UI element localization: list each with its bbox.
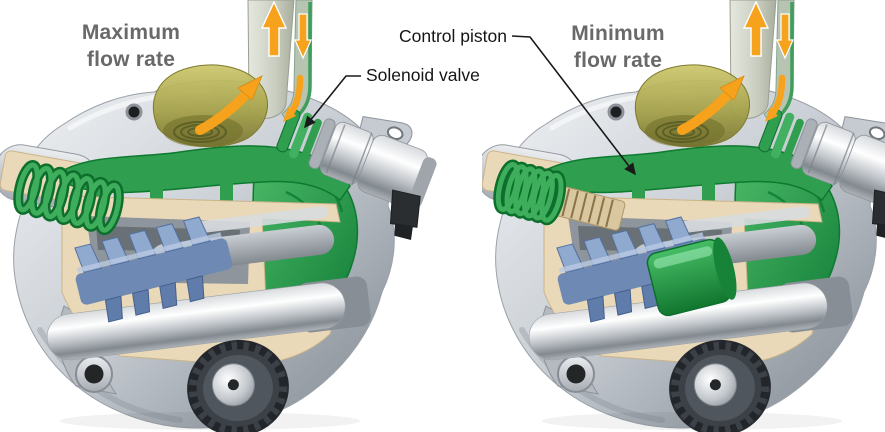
label-minimum-flow-rate: Minimum flow rate bbox=[528, 21, 708, 75]
callout-control-piston-label: Control piston bbox=[399, 26, 507, 46]
label-maximum-line1: Maximum bbox=[81, 21, 181, 44]
label-minimum-line1: Minimum bbox=[571, 22, 665, 45]
label-maximum-flow-rate: Maximum flow rate bbox=[41, 20, 221, 74]
label-minimum-line2: flow rate bbox=[573, 48, 663, 72]
label-maximum-line2: flow rate bbox=[86, 47, 176, 71]
callout-solenoid-valve-label: Solenoid valve bbox=[366, 65, 480, 85]
